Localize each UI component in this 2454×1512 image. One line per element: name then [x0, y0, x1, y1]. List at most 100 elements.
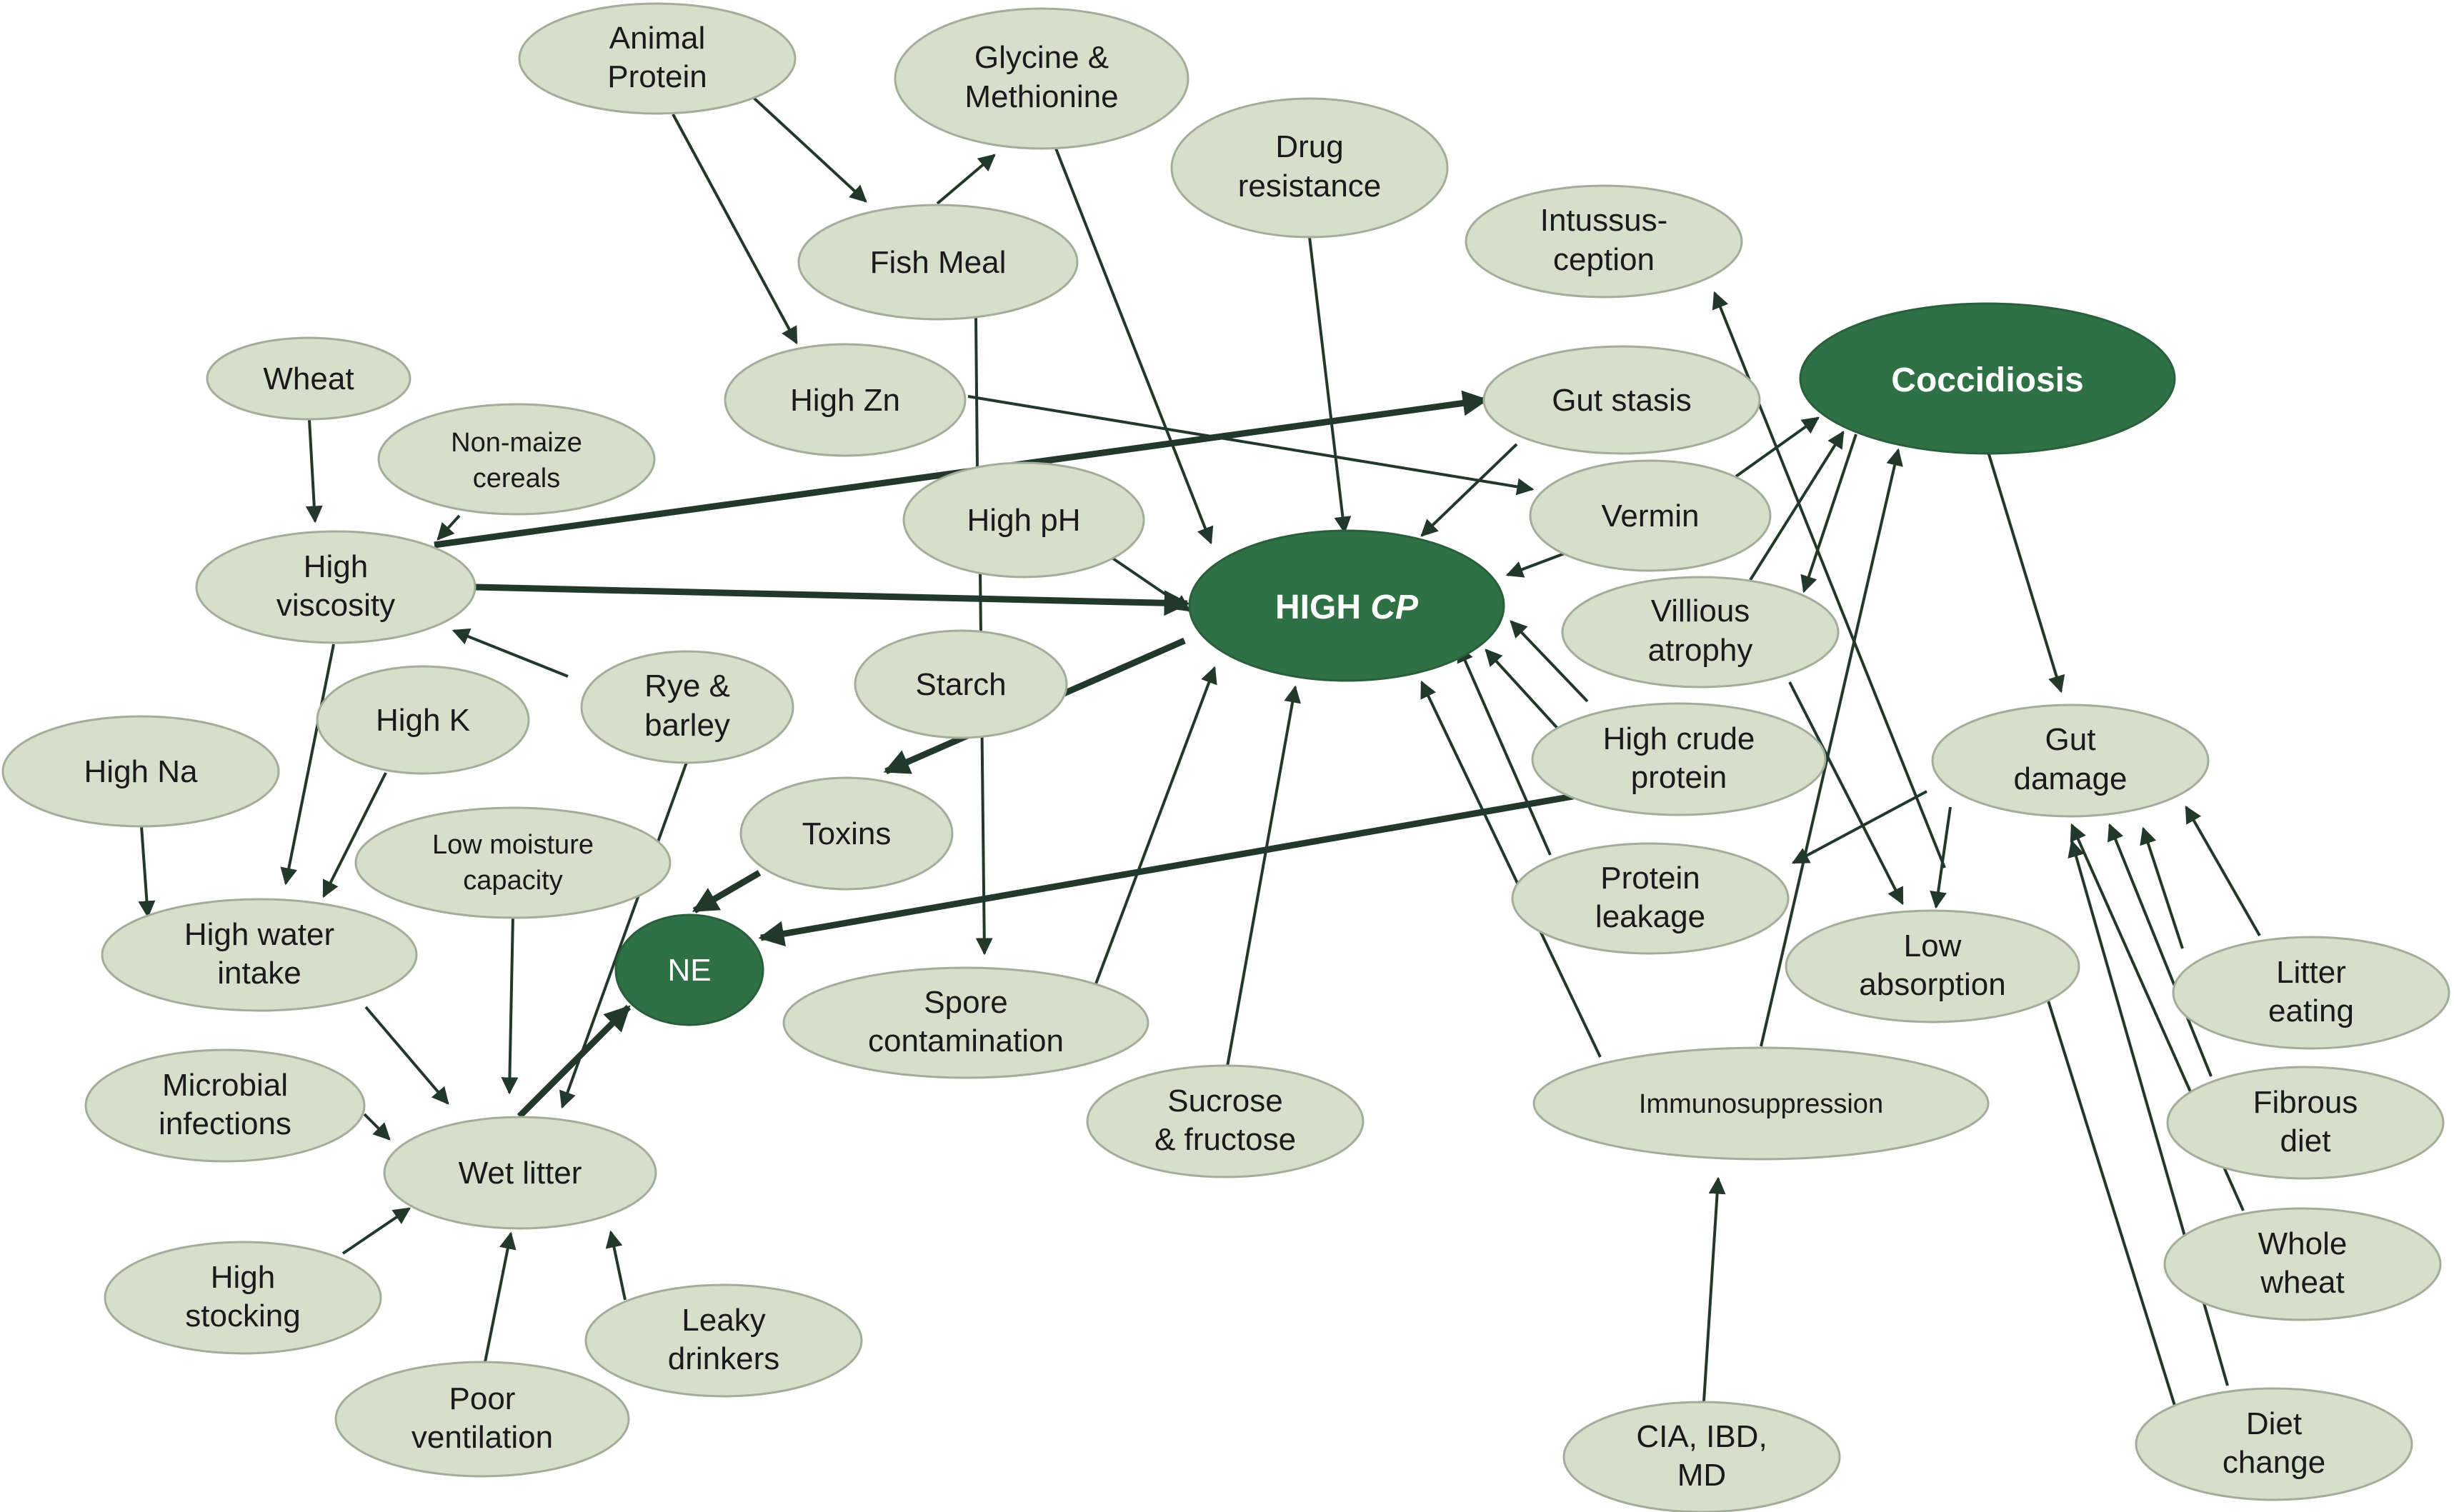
node-label: change [2223, 1445, 2325, 1480]
node-label: Fish Meal [870, 245, 1007, 280]
edge [936, 154, 996, 205]
node-high-water-intake[interactable]: High water intake [101, 898, 418, 1012]
node-glycine-methionine[interactable]: Glycine & Methionine [894, 7, 1189, 150]
node-starch[interactable]: Starch [854, 629, 1068, 739]
node-gut-damage[interactable]: Gut damage [1931, 704, 2210, 818]
node-immunosuppression[interactable]: Immunosuppression [1532, 1046, 1990, 1161]
node-cia-ibd-md[interactable]: CIA, IBD, MD [1562, 1401, 1841, 1512]
node-gut-stasis[interactable]: Gut stasis [1482, 345, 1761, 455]
node-label-high: HIGH [1275, 589, 1370, 626]
edge [1800, 434, 1857, 594]
edge [672, 114, 798, 345]
node-label-cp: CP [1370, 589, 1419, 626]
edge [1094, 666, 1217, 986]
node-label: MD [1677, 1458, 1726, 1493]
node-low-moisture-capacity[interactable]: Low moisture capacity [354, 806, 672, 919]
node-non-maize-cereals[interactable]: Non-maize cereals [377, 403, 656, 516]
node-label: Wet litter [459, 1156, 582, 1191]
node-animal-protein[interactable]: Animal Protein [518, 2, 797, 115]
edge [1457, 644, 1552, 856]
edge [1930, 806, 1952, 909]
edge [341, 1207, 411, 1255]
node-rye-barley[interactable]: Rye & barley [580, 650, 794, 764]
node-coccidiosis[interactable]: Coccidiosis [1799, 302, 2176, 455]
edge [1510, 620, 1589, 703]
node-high-crude-protein[interactable]: High crude protein [1531, 702, 1827, 816]
node-label: barley [644, 708, 730, 743]
node-label: capacity [463, 866, 562, 896]
edge [1791, 790, 1927, 864]
node-label: Drug [1275, 129, 1343, 164]
node-high-stocking[interactable]: High stocking [104, 1241, 382, 1355]
node-label: CIA, IBD, [1636, 1419, 1767, 1454]
node-ne[interactable]: NE [614, 913, 764, 1026]
node-label: intake [217, 956, 301, 991]
node-label: High K [376, 703, 470, 738]
node-label: Poor [449, 1381, 516, 1416]
edge [517, 1004, 632, 1119]
node-poor-ventilation[interactable]: Poor ventilation [334, 1361, 630, 1478]
node-label: viscosity [276, 588, 395, 623]
node-label: Protein [1600, 861, 1700, 896]
edge [1420, 680, 1602, 1058]
node-label: Low moisture [432, 830, 594, 860]
node-wet-litter[interactable]: Wet litter [383, 1116, 657, 1230]
node-label: High pH [967, 503, 1081, 538]
node-label: eating [2268, 993, 2354, 1028]
node-label: Sucrose [1167, 1083, 1282, 1118]
node-diet-change[interactable]: Diet change [2135, 1387, 2413, 1501]
node-label: Gut [2045, 722, 2096, 757]
node-villious-atrophy[interactable]: Villious atrophy [1561, 576, 1840, 689]
node-label: Litter [2276, 955, 2346, 990]
node-wheat[interactable]: Wheat [206, 336, 412, 421]
edge [1505, 551, 1569, 578]
node-label: Immunosuppression [1639, 1089, 1883, 1119]
node-label: High water [184, 917, 334, 952]
edge [1788, 681, 1904, 906]
node-low-absorption[interactable]: Low absorption [1785, 909, 2080, 1023]
edge [1420, 443, 1518, 537]
node-label: Villious [1651, 594, 1750, 629]
node-label: Glycine & [974, 40, 1109, 75]
node-label: Methionine [964, 79, 1118, 114]
edge [138, 826, 156, 918]
edge [437, 514, 461, 541]
node-label: Whole [2258, 1226, 2348, 1261]
node-leaky-drinkers[interactable]: Leaky drinkers [584, 1283, 863, 1398]
node-high-viscosity[interactable]: High viscosity [195, 530, 477, 644]
node-label: damage [2013, 761, 2127, 796]
edge [280, 644, 335, 886]
edge [2107, 823, 2213, 1077]
node-fibrous-diet[interactable]: Fibrous diet [2166, 1066, 2445, 1180]
node-label: HIGH CP [1275, 589, 1419, 626]
node-toxins[interactable]: Toxins [739, 776, 954, 891]
node-label: Protein [607, 59, 707, 94]
edge [1226, 685, 1302, 1067]
node-microbial-infections[interactable]: Microbial infections [84, 1048, 366, 1163]
node-drug-resistance[interactable]: Drug resistance [1170, 97, 1449, 239]
node-label: High Na [84, 754, 198, 789]
edge [1749, 430, 1845, 581]
node-label: Toxins [802, 816, 892, 851]
edge [364, 1006, 449, 1105]
edge [692, 870, 762, 913]
edge [474, 584, 1190, 616]
node-high-na[interactable]: High Na [1, 715, 280, 828]
node-high-ph[interactable]: High pH [902, 461, 1145, 579]
node-high-k[interactable]: High K [316, 665, 530, 775]
node-high-zn[interactable]: High Zn [724, 343, 967, 457]
edge [1485, 649, 1562, 734]
node-sucrose-fructose[interactable]: Sucrose & fructose [1086, 1064, 1365, 1178]
node-spore-contamination[interactable]: Spore contamination [782, 966, 1149, 1079]
node-whole-wheat[interactable]: Whole wheat [2163, 1207, 2442, 1321]
node-label: Low [1904, 928, 1962, 963]
node-protein-leakage[interactable]: Protein leakage [1511, 842, 1790, 955]
node-label: Coccidiosis [1891, 361, 2083, 399]
node-vermin[interactable]: Vermin [1529, 459, 1772, 572]
node-intussusception[interactable]: Intussus- ception [1465, 184, 1743, 299]
edge [605, 1230, 627, 1301]
node-litter-eating[interactable]: Litter eating [2172, 936, 2450, 1050]
node-high-cp[interactable]: HIGH CP [1188, 529, 1505, 682]
node-fish-meal[interactable]: Fish Meal [797, 204, 1079, 321]
